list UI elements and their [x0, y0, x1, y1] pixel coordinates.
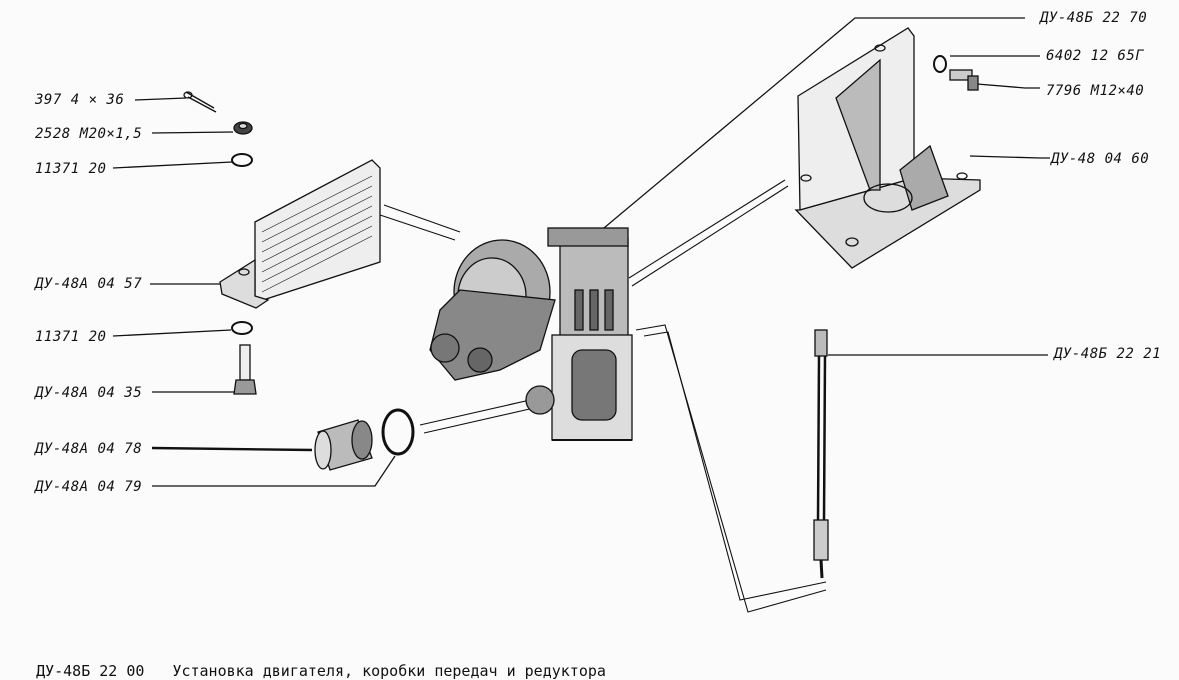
leader-pin: [134, 97, 187, 101]
callout-ring: ДУ-48А 04 79: [35, 479, 143, 495]
callout-plate: ДУ-48А 04 57: [35, 276, 143, 292]
bushing-part: [314, 419, 373, 471]
castle-nut-part: [233, 121, 253, 135]
lock-washer-part: [933, 55, 947, 73]
leader-washer-bottom: [112, 329, 232, 337]
ring-part: [381, 408, 415, 456]
cotter-pin-part: [183, 91, 217, 113]
washer-part-bottom: [231, 321, 253, 335]
callout-bracket: ДУ-48 04 60: [1051, 151, 1150, 167]
leader-washer-top: [112, 161, 233, 169]
washer-part-top: [231, 153, 253, 167]
leader-bushing: [151, 446, 313, 452]
drawing-caption: ДУ-48Б 22 00 Установка двигателя, коробки…: [18, 644, 634, 680]
leader-bracket-bolt: [976, 83, 1040, 89]
leader-nut: [151, 131, 234, 134]
assembly-guide-lines: [379, 179, 827, 613]
leader-gearbox: [597, 17, 1025, 234]
engine-gearbox-assembly: [429, 227, 633, 441]
callout-rod: ДУ-48Б 22 21: [1054, 346, 1162, 362]
callout-lock-washer: 6402 12 65Г: [1046, 48, 1145, 64]
mounting-plate-part: [219, 159, 381, 309]
callout-nut: 2528 M20×1,5: [35, 126, 143, 142]
callout-bolt: ДУ-48А 04 35: [35, 385, 143, 401]
callout-pin: 397 4 × 36: [35, 92, 125, 108]
angle-bracket-part: [794, 27, 981, 269]
caption-title: Установка двигателя, коробки передач и р…: [172, 662, 606, 680]
callout-washer-top: 11371 20: [35, 161, 107, 177]
callout-bracket-bolt: 7796 M12×40: [1046, 83, 1145, 99]
callout-washer-bottom: 11371 20: [35, 329, 107, 345]
control-rod-part: [813, 329, 829, 579]
leader-bracket: [969, 155, 1050, 159]
bracket-bolt-part: [949, 69, 979, 91]
callout-gearbox: ДУ-48Б 22 70: [1040, 10, 1148, 26]
leader-ring: [152, 455, 396, 487]
bolt-part: [233, 344, 257, 395]
callout-bushing: ДУ-48А 04 78: [35, 441, 143, 457]
caption-code: ДУ-48Б 22 00: [36, 662, 145, 680]
